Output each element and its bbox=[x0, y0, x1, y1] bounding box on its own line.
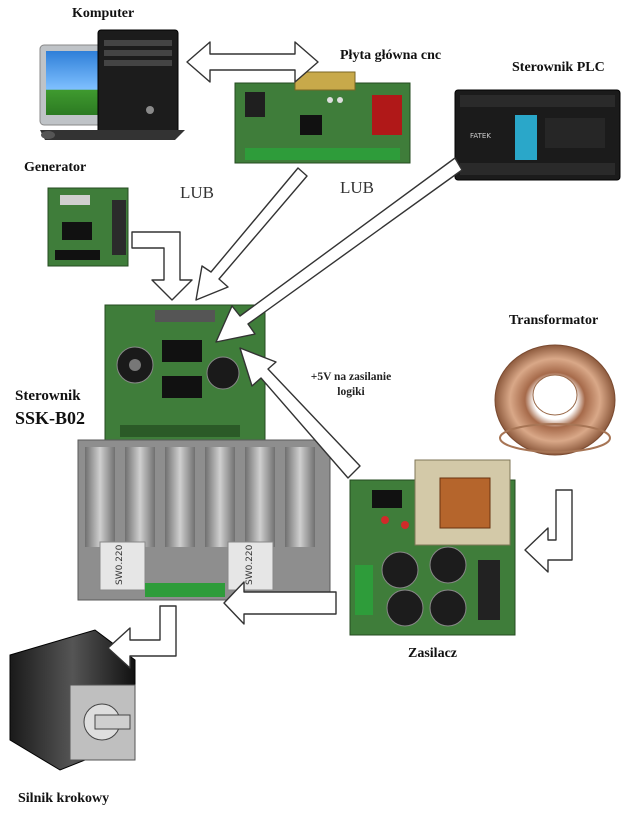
driver-label-line1: Sterownik bbox=[15, 388, 81, 404]
plc-arrow bbox=[215, 157, 463, 343]
heatsink-label-right: SW0.220 bbox=[245, 544, 255, 585]
logic-power-line2: logiki bbox=[337, 386, 365, 398]
logic-power-line1: +5V na zasilanie bbox=[310, 371, 392, 383]
transformer-arrow bbox=[524, 489, 573, 573]
stepper-motor-image bbox=[9, 629, 136, 771]
supply-arrow bbox=[223, 581, 337, 625]
arrows bbox=[107, 41, 573, 669]
heatsink-label-left: SW0.220 bbox=[115, 544, 125, 585]
stepper-motor-label: Silnik krokowy bbox=[18, 791, 110, 806]
power-supply-image bbox=[349, 459, 516, 636]
power-supply-label: Zasilacz bbox=[408, 646, 457, 661]
logic-power-note: +5V na zasilanie logiki bbox=[292, 370, 410, 400]
or-label-right: LUB bbox=[340, 178, 374, 197]
computer-label: Komputer bbox=[72, 6, 135, 21]
plc-label: Sterownik PLC bbox=[512, 60, 605, 75]
ssk-b02-driver-image: SW0.220 SW0.220 bbox=[77, 304, 331, 601]
driver-label-line2: SSK-B02 bbox=[15, 408, 86, 428]
transformer-image bbox=[494, 344, 616, 456]
motor-arrow bbox=[107, 605, 177, 669]
bidirectional-arrow bbox=[186, 41, 319, 83]
transformer-label: Transformator bbox=[509, 313, 599, 328]
mainboard-label: Płyta główna cnc bbox=[340, 48, 442, 63]
generator-arrow bbox=[131, 231, 193, 301]
generator-label: Generator bbox=[24, 160, 87, 175]
mainboard-arrow bbox=[195, 167, 308, 301]
logic-power-arrow bbox=[239, 347, 361, 479]
or-label-left: LUB bbox=[180, 183, 214, 202]
generator-image bbox=[47, 187, 129, 267]
computer-image bbox=[39, 29, 185, 140]
plc-image: FATEK bbox=[454, 89, 621, 181]
cnc-mainboard-image bbox=[234, 71, 411, 164]
plc-brand-text: FATEK bbox=[470, 132, 491, 140]
